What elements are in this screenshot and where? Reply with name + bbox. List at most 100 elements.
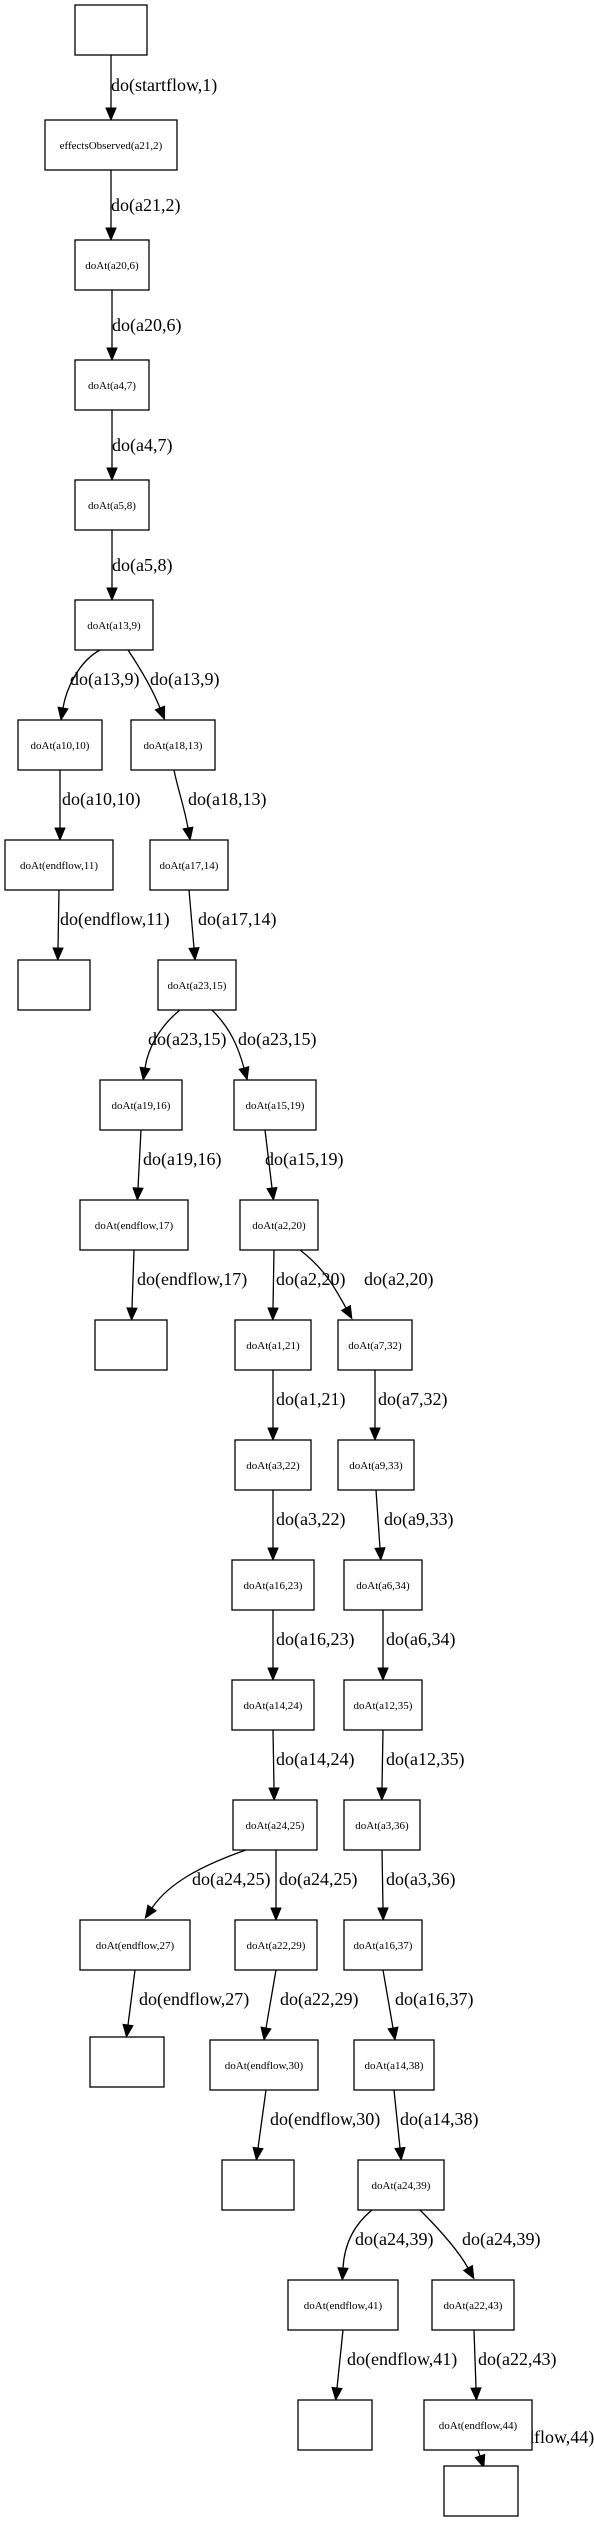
edge-line xyxy=(127,649,161,709)
edge-label: do(a13,9) xyxy=(70,669,139,690)
edge-label: do(a14,24) xyxy=(276,1749,354,1770)
arrowhead-icon xyxy=(252,2146,264,2162)
node-box xyxy=(234,1319,312,1371)
edge-line xyxy=(342,2209,373,2269)
arrowhead-icon xyxy=(188,947,200,962)
node-box xyxy=(149,839,229,891)
node-label: doAt(a22,43) xyxy=(444,2300,503,2312)
node-box xyxy=(94,1319,168,1371)
node-n1: effectsObserved(a21,2) xyxy=(44,119,178,171)
edge-label: do(a9,33) xyxy=(384,1509,453,1530)
edge-label: do(a22,29) xyxy=(280,1989,358,2010)
node-box xyxy=(74,479,150,531)
edge-line xyxy=(257,2089,267,2149)
edge-n3-n4: do(a4,7) xyxy=(106,410,172,482)
node-box xyxy=(239,1199,319,1251)
node-n2: doAt(a20,6) xyxy=(74,239,150,291)
edge-line xyxy=(419,2209,469,2269)
edge-n31-n33: do(endflow,30) xyxy=(252,2089,380,2162)
edge-line xyxy=(381,1849,384,1909)
arrowhead-icon xyxy=(340,1304,353,1320)
node-label: doAt(endflow,27) xyxy=(96,1940,175,1952)
node-n26: doAt(a3,36) xyxy=(343,1799,421,1851)
arrowhead-icon xyxy=(394,2146,406,2162)
edge-line xyxy=(188,889,195,949)
node-label: doAt(endflow,41) xyxy=(304,2300,383,2312)
edge-n27-n30: do(endflow,27) xyxy=(122,1969,249,2039)
arrowhead-icon xyxy=(377,1907,389,1922)
node-box xyxy=(17,959,91,1011)
edge-label: do(a6,34) xyxy=(386,1629,455,1650)
node-box xyxy=(357,2159,445,2211)
node-box xyxy=(337,1319,413,1371)
node-label: doAt(a14,24) xyxy=(244,1700,303,1712)
arrowhead-icon xyxy=(267,1307,279,1322)
node-box xyxy=(157,959,237,1011)
edge-label: do(a2,20) xyxy=(364,1269,433,1290)
arrowhead-icon xyxy=(122,2023,134,2039)
arrowhead-icon xyxy=(374,1547,386,1562)
edges-layer: do(startflow,1)do(a21,2)do(a20,6)do(a4,7… xyxy=(52,55,594,2469)
edge-n8-n10: do(endflow,11) xyxy=(52,889,170,962)
node-n8: doAt(endflow,11) xyxy=(4,839,114,891)
edge-n25-n27: do(a24,25) xyxy=(144,1849,270,1920)
edge-label: do(a12,35) xyxy=(386,1749,464,1770)
node-label: doAt(a24,39) xyxy=(372,2180,431,2192)
node-n13: doAt(a15,19) xyxy=(233,1079,317,1131)
edge-n5-n6: do(a13,9) xyxy=(57,649,139,722)
edge-n28-n31: do(a22,29) xyxy=(260,1969,358,2042)
node-label: doAt(a2,20) xyxy=(252,1220,306,1232)
edge-line xyxy=(393,2089,401,2149)
edge-label: do(endflow,17) xyxy=(137,1269,247,1290)
edge-label: do(a24,39) xyxy=(462,2229,540,2250)
arrowhead-icon xyxy=(266,1186,278,1202)
edge-n6-n8: do(a10,10) xyxy=(54,770,140,842)
node-n17: doAt(a1,21) xyxy=(234,1319,312,1371)
arrowhead-icon xyxy=(106,467,118,482)
arrowhead-icon xyxy=(267,1427,279,1442)
node-label: doAt(a15,19) xyxy=(246,1100,305,1112)
node-box xyxy=(79,1919,191,1971)
edge-n23-n25: do(a14,24) xyxy=(268,1729,354,1802)
edge-label: do(a24,25) xyxy=(279,1869,357,1890)
node-box xyxy=(431,2279,515,2331)
edge-label: do(a5,8) xyxy=(112,555,172,576)
node-box xyxy=(130,719,216,771)
edge-n17-n19: do(a1,21) xyxy=(267,1370,345,1442)
node-label: doAt(a19,16) xyxy=(112,1100,171,1112)
node-label: doAt(a23,15) xyxy=(168,980,227,992)
edge-label: do(endflow,30) xyxy=(270,2109,380,2130)
edge-line xyxy=(336,2329,344,2389)
node-box xyxy=(74,599,154,651)
arrowhead-icon xyxy=(106,347,118,362)
node-label: doAt(endflow,11) xyxy=(20,860,98,872)
node-n35: doAt(endflow,41) xyxy=(287,2279,399,2331)
node-n6: doAt(a10,10) xyxy=(17,719,103,771)
arrowhead-icon xyxy=(377,1667,389,1682)
edge-label: do(a18,13) xyxy=(188,789,266,810)
node-label: doAt(a17,14) xyxy=(160,860,219,872)
edge-n35-n37: do(endflow,41) xyxy=(331,2329,457,2402)
node-n33 xyxy=(221,2159,295,2211)
arrowhead-icon xyxy=(268,1787,280,1802)
edge-label: do(a14,38) xyxy=(400,2109,478,2130)
node-label: doAt(a24,25) xyxy=(246,1820,305,1832)
node-label: doAt(a7,32) xyxy=(348,1340,402,1352)
edge-n0-n1: do(startflow,1) xyxy=(105,55,217,122)
node-box xyxy=(221,2159,295,2211)
node-box xyxy=(234,1439,312,1491)
node-n7: doAt(a18,13) xyxy=(130,719,216,771)
node-label: doAt(a18,13) xyxy=(144,740,203,752)
arrowhead-icon xyxy=(105,107,117,122)
arrowhead-icon xyxy=(238,1066,250,1081)
edge-n5-n7: do(a13,9) xyxy=(127,649,219,721)
node-box xyxy=(231,1559,315,1611)
node-label: doAt(a22,29) xyxy=(247,1940,306,1952)
edge-label: do(a16,23) xyxy=(276,1629,354,1650)
node-n18: doAt(a7,32) xyxy=(337,1319,413,1371)
edge-n19-n21: do(a3,22) xyxy=(267,1490,345,1562)
arrowhead-icon xyxy=(462,2264,475,2280)
edge-label: do(a4,7) xyxy=(112,435,172,456)
node-n14: doAt(endflow,17) xyxy=(79,1199,189,1251)
node-box xyxy=(287,2279,399,2331)
